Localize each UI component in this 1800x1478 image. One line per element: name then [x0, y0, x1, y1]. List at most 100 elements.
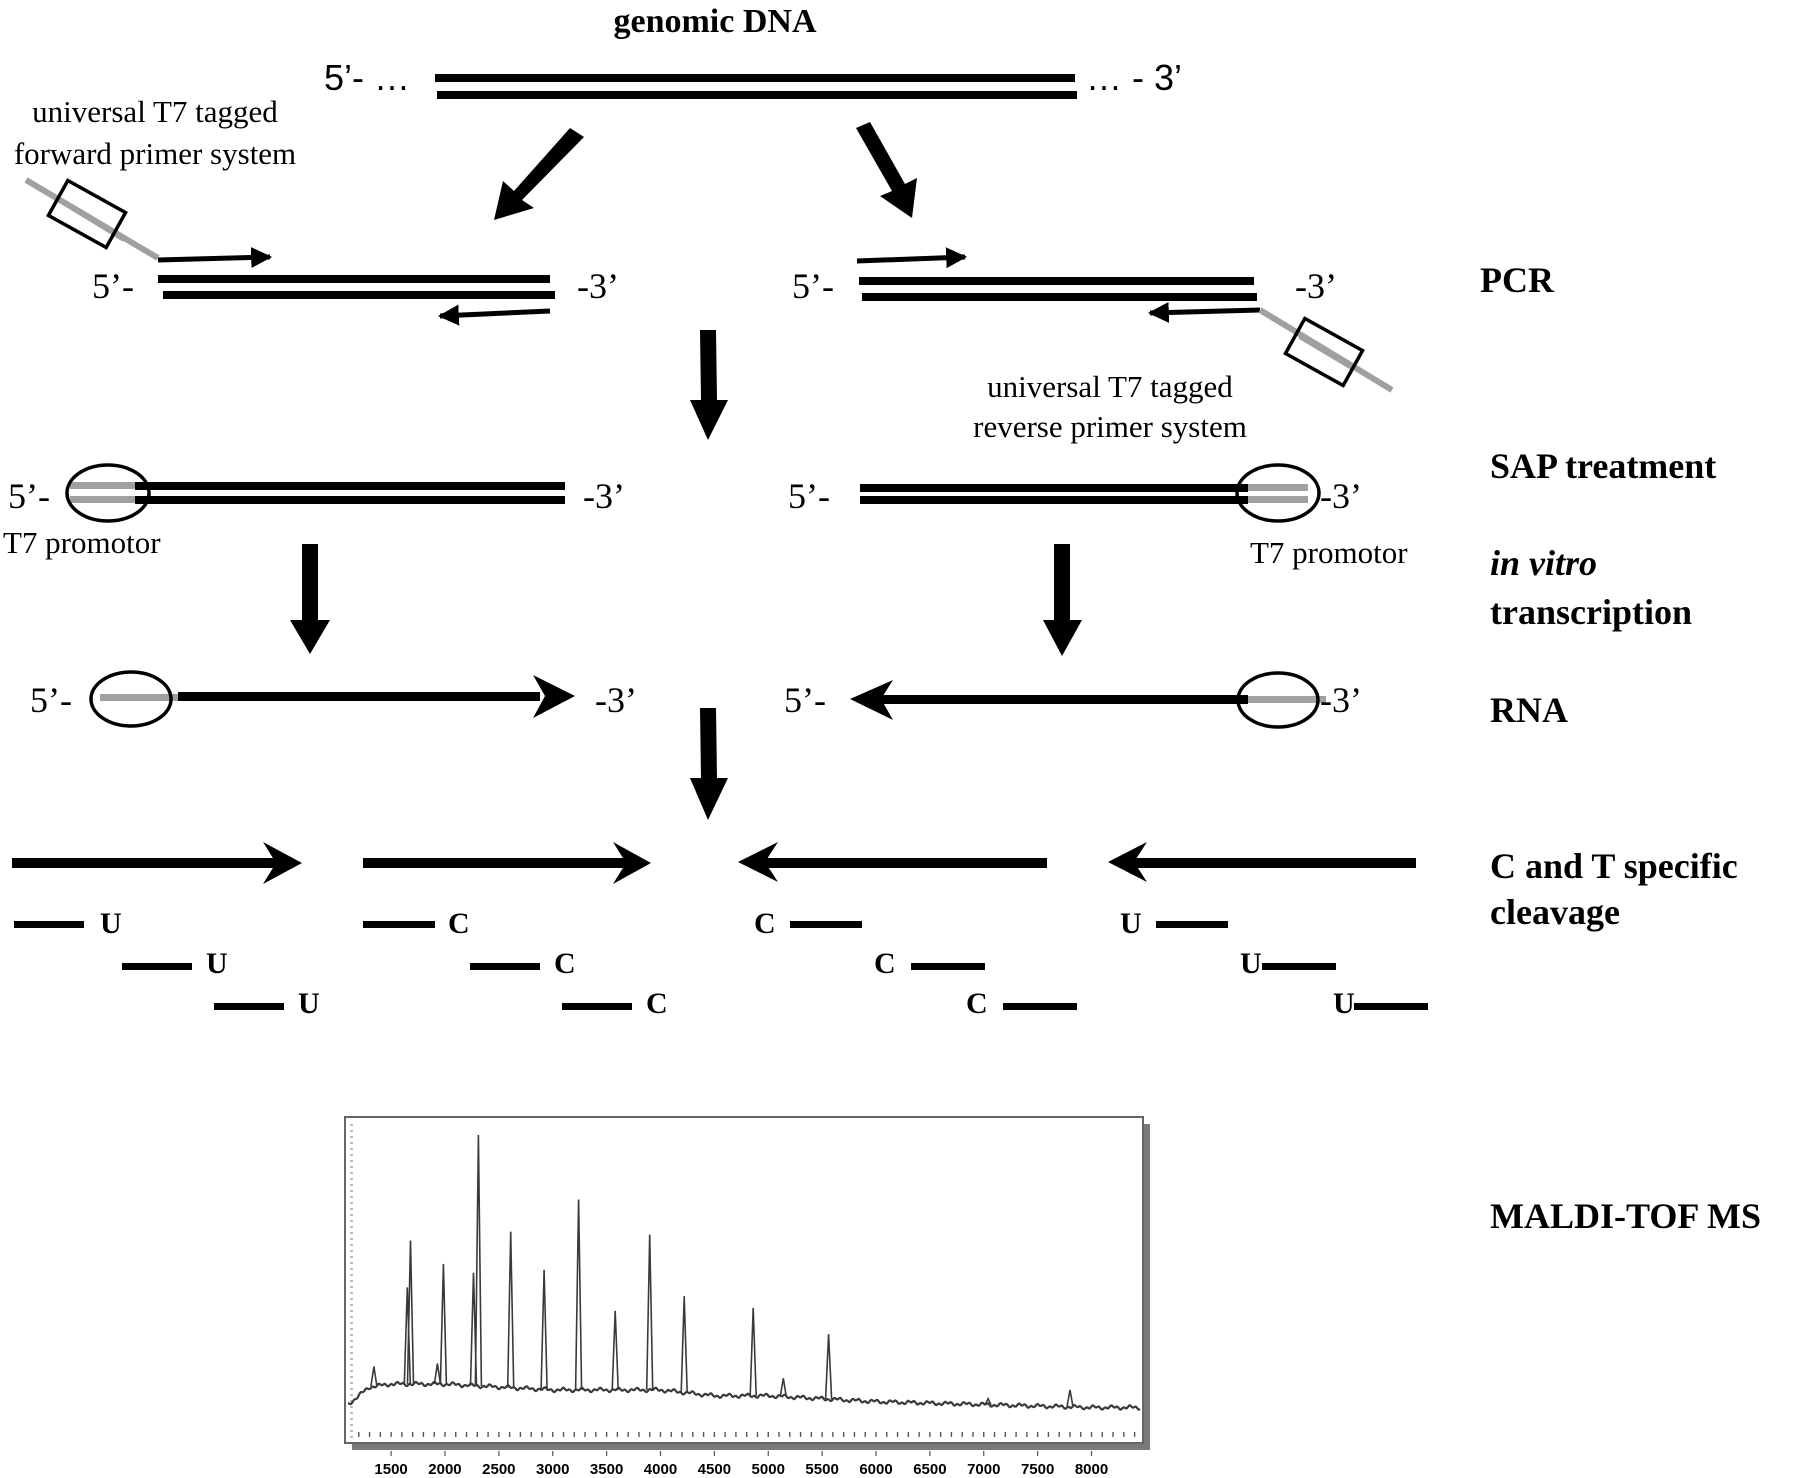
genomic-strand-bottom: [437, 91, 1077, 99]
pcr-left-strand-top: [158, 275, 550, 283]
flow-arrow-left: [494, 128, 584, 220]
rna-left-three-prime: -3’: [595, 680, 637, 720]
cleavage-strand-4: [1134, 858, 1416, 868]
spectrum-peak-2610: [506, 1231, 515, 1388]
t7-promotor-ellipse: [1235, 463, 1321, 523]
pcr-right: 5’- -3’ universal T7 tagged reverse prim…: [792, 247, 1394, 444]
rna-left: 5’- -3’: [30, 670, 637, 728]
spectrum-peak-3240: [574, 1199, 583, 1390]
reverse-primer-label-line2: reverse primer system: [973, 409, 1247, 444]
rna-right-five-prime: 5’-: [784, 680, 826, 720]
spectrum-baseline: [347, 1380, 1141, 1411]
x-tick-label: 2000: [428, 1461, 461, 1478]
sap-left: 5’- -3’ T7 promotor: [3, 463, 625, 560]
cleavage-strand-3: [765, 858, 1047, 868]
sap-left-strand-bottom: [135, 496, 565, 504]
spectrum-minor-ticks: [350, 1124, 1136, 1438]
x-tick-label: 3000: [536, 1461, 569, 1478]
x-tick-label: 6000: [859, 1461, 892, 1478]
arrow-down-right-icon: [856, 122, 917, 218]
fragment-label: U: [206, 947, 228, 980]
arrow-left-icon: [1108, 842, 1147, 882]
arrow-left-icon: [738, 842, 778, 882]
sap-right-strand-top: [860, 484, 1248, 492]
pcr-right-forward-primer-arrow: [856, 247, 968, 269]
x-tick-label: 7000: [967, 1461, 1000, 1478]
arrow-down-icon: [1043, 544, 1082, 656]
fragment-label: U: [1240, 947, 1262, 980]
fragments-u-reverse: U U U: [1120, 907, 1428, 1020]
spectrum-marks: [347, 1134, 1141, 1411]
fragment-label: C: [966, 987, 988, 1020]
sap-left-strand-top: [135, 482, 565, 490]
fragments-c-reverse: C C C: [754, 907, 1077, 1020]
sap-right-five-prime: 5’-: [788, 476, 830, 516]
sap-right-three-prime: -3’: [1320, 476, 1362, 516]
t7-promotor-label-left: T7 promotor: [3, 525, 161, 560]
spectrum-peak-3580: [611, 1310, 619, 1390]
x-tick-label: 1500: [374, 1461, 407, 1478]
spectrum-frame: [344, 1116, 1144, 1444]
rna-right-three-prime: -3’: [1320, 680, 1362, 720]
reverse-primer-label-line1: universal T7 tagged: [987, 369, 1233, 404]
diagram-title: genomic DNA: [613, 3, 816, 40]
pcr-right-three-prime: -3’: [1295, 266, 1337, 306]
x-tick-label: 2500: [482, 1461, 515, 1478]
pcr-left-strand-bottom: [163, 291, 555, 299]
pcr-left: universal T7 tagged forward primer syste…: [14, 94, 619, 326]
arrow-right-icon: [263, 842, 302, 884]
forward-primer-label-line2: forward primer system: [14, 136, 296, 171]
step-label-cleavage-2: cleavage: [1490, 892, 1620, 932]
pcr-right-reverse-primer-arrow: [1147, 301, 1261, 323]
sap-right-strand-bottom: [860, 496, 1248, 504]
fragment-label: U: [298, 987, 320, 1020]
fragment-label: U: [1333, 987, 1355, 1020]
arrow-right-icon: [613, 842, 651, 884]
spectrum-peak-7040: [984, 1396, 992, 1406]
fragments-u-forward: U U U: [14, 907, 320, 1020]
spectrum-peak-2920: [540, 1269, 548, 1390]
x-tick-label: 3500: [590, 1461, 623, 1478]
cleavage-strands: [12, 842, 1416, 884]
x-tick-label: 7500: [1021, 1461, 1054, 1478]
pcr-left-three-prime: -3’: [577, 266, 619, 306]
x-tick-label: 4000: [644, 1461, 677, 1478]
t7-promotor-ellipse: [65, 463, 151, 523]
spectrum-peak-7800: [1066, 1389, 1074, 1408]
spectrum-peak-5560: [824, 1334, 833, 1400]
step-label-ivt: transcription: [1490, 592, 1692, 632]
rna-left-five-prime: 5’-: [30, 680, 72, 720]
arrow-down-icon: [690, 330, 728, 440]
spectrum-peak-2310: [474, 1134, 483, 1386]
genomic-three-prime-label: … - 3’: [1086, 57, 1182, 98]
flow-arrow-right: [856, 122, 917, 218]
rna-left-strand: [178, 692, 540, 701]
t7-promotor-ellipse: [89, 670, 173, 728]
pcr-right-strand-bottom: [862, 293, 1257, 301]
step-label-ivt-italic: in vitro: [1490, 543, 1597, 583]
pcr-left-reverse-primer-arrow: [437, 304, 551, 326]
step-label-pcr: PCR: [1480, 260, 1555, 300]
t7-promotor-label-right: T7 promotor: [1250, 535, 1408, 570]
sap-left-three-prime: -3’: [583, 476, 625, 516]
spectrum-peak-3900: [645, 1234, 654, 1390]
reverse-t7-tag: [1258, 307, 1394, 393]
rna-right: 5’- -3’: [784, 671, 1362, 729]
fragment-label: C: [448, 907, 470, 940]
x-tick-label: 5500: [805, 1461, 838, 1478]
t7-promotor-ellipse: [1236, 671, 1320, 729]
fragment-label: U: [1120, 907, 1142, 940]
spectrum-peak-1985: [439, 1263, 448, 1385]
genomic-five-prime-label: 5’- …: [324, 57, 410, 98]
arrow-down-left-icon: [494, 128, 584, 220]
x-tick-label: 4500: [698, 1461, 731, 1478]
spectrum-peak-4220: [680, 1296, 688, 1393]
genomic-strand-top: [435, 74, 1075, 82]
arrow-left-icon: [850, 680, 893, 720]
arrow-down-icon: [690, 708, 728, 820]
tag-box-icon: [46, 178, 128, 250]
sap-right: 5’- -3’ T7 promotor: [788, 463, 1408, 570]
